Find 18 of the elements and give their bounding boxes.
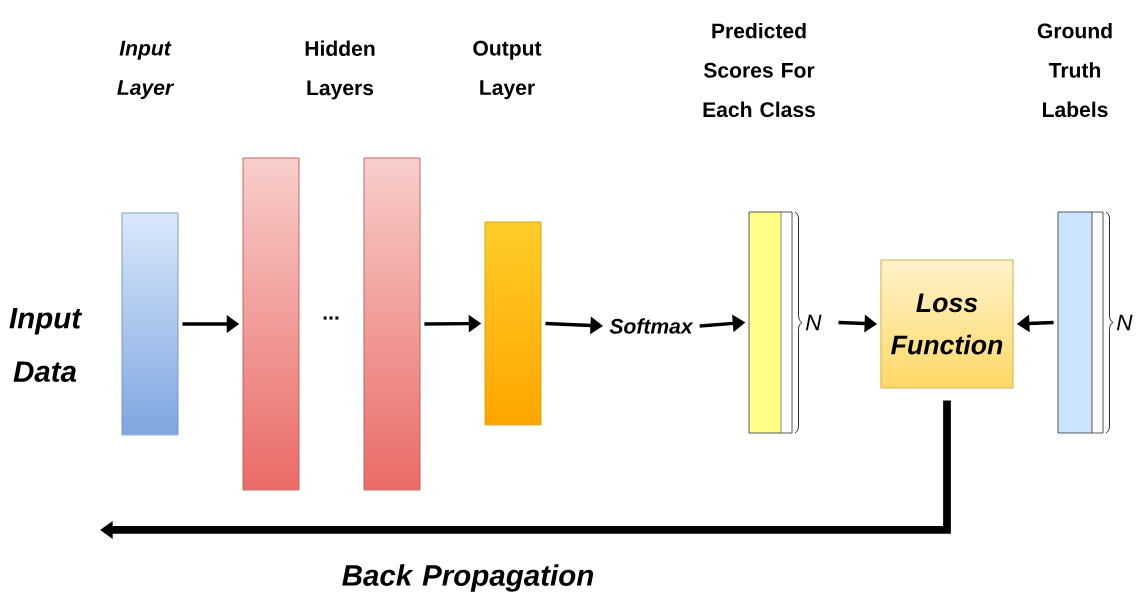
layer-bar: [363, 157, 421, 491]
layer-heading: Predicted Scores For Each Class: [703, 22, 815, 118]
layer-bar: [748, 211, 793, 434]
input-label: Input Data: [9, 308, 83, 382]
caption-label: Back Propagation: [342, 564, 594, 592]
brace-label: N: [794, 211, 822, 434]
layer-bar: [1057, 211, 1104, 434]
ellipsis: ...: [323, 316, 339, 320]
step-label: Softmax: [609, 318, 694, 334]
process-box: Loss Function: [880, 259, 1014, 389]
brace-label: N: [1105, 211, 1133, 434]
layer-heading: Output Layer: [473, 40, 542, 100]
layer-heading: Input Layer: [117, 40, 175, 100]
layer-bar: [484, 221, 542, 426]
layer-heading: Ground Truth Labels: [1037, 22, 1112, 118]
layer-heading: Hidden Layers: [305, 40, 375, 100]
layer-bar: [121, 212, 179, 436]
layer-bar: [242, 157, 300, 491]
